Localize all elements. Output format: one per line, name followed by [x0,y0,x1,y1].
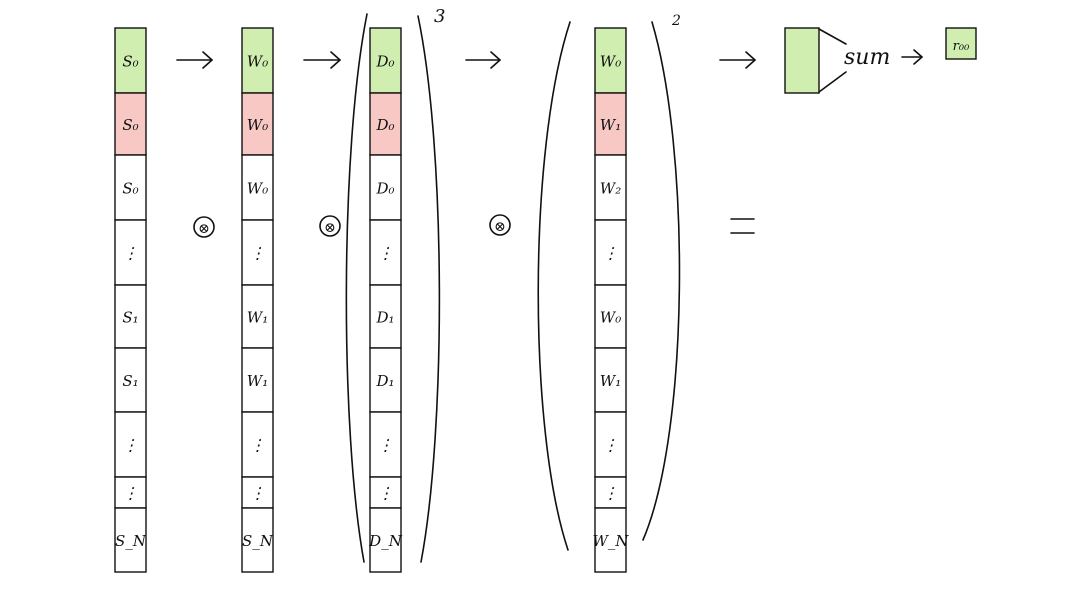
vector-cell-label: ⋮ [603,484,619,503]
vector-cell-label: S₁ [122,372,138,390]
column-w-offset-vector: W₀ W₁ W₂ ⋮ W₀ W₁ ⋮ ⋮ W_N [592,27,629,573]
vector-cell-label: ⋮ [250,484,266,503]
arrow-w-to-d [303,51,341,69]
vector-cell-label: W₁ [600,116,621,134]
vector-cell-label: S₀ [122,180,138,198]
left-paren-d [345,13,368,563]
times-operator-2: ⊗ [319,215,341,237]
result-label: r₀₀ [953,39,970,54]
vector-cell-label: ⋮ [123,484,139,503]
vector-cell [241,154,274,221]
sum-input-block [784,27,820,94]
sum-funnel-bottom [818,71,847,93]
vector-cell [114,476,147,509]
vector-cell [594,507,627,573]
vector-cell [369,507,402,573]
vector-cell-label: ⋮ [250,436,266,455]
vector-cell-label: D₁ [375,372,394,390]
vector-cell-label: S_N [242,532,274,550]
result-box [945,27,977,60]
vector-cell-label: ⋮ [603,436,619,455]
vector-cell-label: W₀ [247,180,268,198]
vector-cell-label: ⋮ [250,244,266,263]
vector-cell-label: ⋮ [378,484,394,503]
vector-cell [369,27,402,94]
vector-cell [369,219,402,286]
vector-cell [241,476,274,509]
vector-cell [114,27,147,94]
arrow-d-to-w2 [465,51,501,69]
vector-cell-label: D₁ [375,309,394,327]
column-w-vector: W₀ W₀ W₀ ⋮ W₁ W₁ ⋮ ⋮ S_N [241,27,274,573]
vector-cell-label: D₀ [375,116,394,134]
right-paren-w2 [642,21,681,541]
vector-cell-label: ⋮ [378,244,394,263]
equals-sign [730,218,755,234]
vector-cell-label: ⋮ [123,436,139,455]
exponent-three: 3 [434,6,445,27]
vector-cell-label: S₀ [122,116,138,134]
vector-cell-label: D₀ [375,53,394,71]
vector-cell [241,411,274,478]
vector-cell-label: W₂ [600,180,621,198]
vector-cell [114,219,147,286]
times-symbol: ⊗ [494,219,506,235]
vector-cell [241,507,274,573]
vector-cell-label: W_N [592,532,629,550]
column-d-vector: D₀ D₀ D₀ ⋮ D₁ D₁ ⋮ ⋮ D_N [368,27,403,573]
vector-cell-label: W₀ [600,309,621,327]
times-operator-3: ⊗ [489,214,511,236]
vector-cell-label: W₀ [247,53,268,71]
vector-cell [241,92,274,156]
vector-cell [114,347,147,413]
vector-cell [369,154,402,221]
vector-cell-label: ⋮ [123,244,139,263]
arrow-s-to-w [176,51,213,69]
exponent-two: 2 [671,13,681,29]
vector-cell-label: S₀ [122,53,138,71]
times-symbol: ⊗ [198,221,210,237]
times-operator-1: ⊗ [193,216,215,238]
vector-cell [369,347,402,413]
vector-cell [594,154,627,221]
vector-cell-label: W₁ [247,309,268,327]
vector-cell-label: W₁ [247,372,268,390]
sum-label: sum [844,45,890,70]
vector-cell-label: S_N [115,532,147,550]
vector-cell-label: S₁ [122,309,138,327]
vector-cell-label: D_N [368,532,403,550]
vector-cell [594,347,627,413]
times-symbol: ⊗ [324,220,336,236]
vector-cell [114,507,147,573]
vector-cell-label: ⋮ [378,436,394,455]
vector-cell [241,284,274,349]
vector-cell [594,92,627,156]
vector-cell [369,284,402,349]
sum-funnel-top [818,28,847,45]
arrow-sum-to-result [901,49,923,65]
left-paren-w2 [537,21,571,551]
vector-cell [241,27,274,94]
column-s-vector: S₀ S₀ S₀ ⋮ S₁ S₁ ⋮ ⋮ S_N [114,27,147,573]
vector-cell-label: D₀ [375,180,394,198]
vector-cell [369,92,402,156]
vector-cell [594,219,627,286]
vector-cell-label: W₀ [247,116,268,134]
arrow-w2-to-block [719,51,756,69]
vector-cell-label: W₁ [600,372,621,390]
vector-cell-label: W₀ [600,53,621,71]
right-paren-d [417,15,441,563]
vector-cell-label: ⋮ [603,244,619,263]
